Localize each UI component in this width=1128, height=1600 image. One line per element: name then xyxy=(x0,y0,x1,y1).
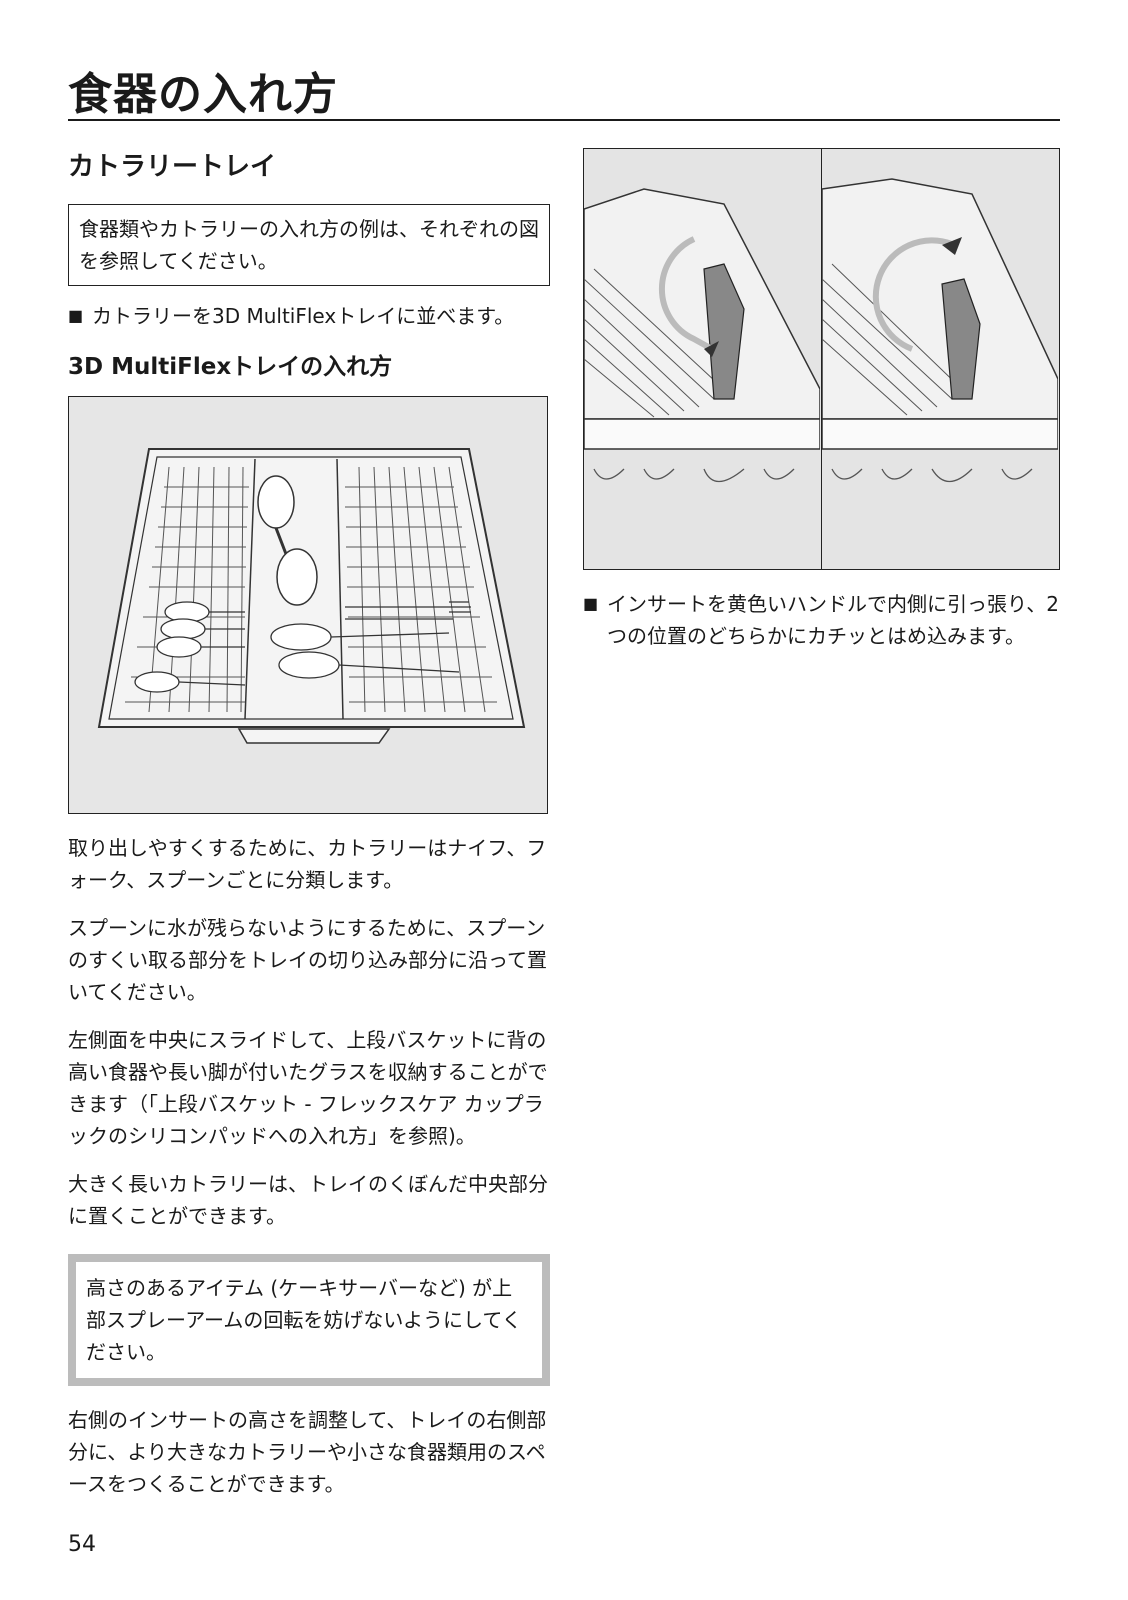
bullet-text: カトラリーを3D MultiFlexトレイに並べます。 xyxy=(92,304,515,328)
cutlery-tray-illustration xyxy=(68,396,548,814)
paragraph-3: 左側面を中央にスライドして、上段バスケットに背の高い食器や長い脚が付いたグラスを… xyxy=(68,1028,548,1148)
insert-instruction-bullet: ■ インサートを黄色いハンドルで内側に引っ張り、2つの位置のどちらかにカチッとは… xyxy=(583,588,1060,652)
instruction-bullet: ■ カトラリーを3D MultiFlexトレイに並べます。 xyxy=(68,300,550,332)
left-column: カトラリートレイ 食器類やカトラリーの入れ方の例は、それぞれの図を参照してくださ… xyxy=(68,150,550,1500)
bullet-square-icon: ■ xyxy=(68,306,84,325)
insert-low-drawing xyxy=(584,188,820,483)
paragraph-1: 取り出しやすくするために、カトラリーはナイフ、フォーク、スプーンごとに分類します… xyxy=(68,836,547,892)
warning-box: 高さのあるアイテム (ケーキサーバーなど) が上部スプレーアームの回転を妨げない… xyxy=(68,1254,550,1386)
page-number: 54 xyxy=(68,1532,96,1557)
note-box: 食器類やカトラリーの入れ方の例は、それぞれの図を参照してください。 xyxy=(68,204,550,286)
page-title: 食器の入れ方 xyxy=(68,69,338,120)
warning-text: 高さのあるアイテム (ケーキサーバーなど) が上部スプレーアームの回転を妨げない… xyxy=(86,1276,522,1364)
cutlery-tray-drawing xyxy=(97,448,526,744)
title-divider xyxy=(68,119,1060,121)
insert-instruction-text: インサートを黄色いハンドルで内側に引っ張り、2つの位置のどちらかにカチッとはめ込… xyxy=(607,592,1059,648)
insert-high-drawing xyxy=(822,178,1058,483)
paragraph-4: 大きく長いカトラリーは、トレイのくぼんだ中央部分に置くことができます。 xyxy=(68,1172,548,1228)
right-column: ■ インサートを黄色いハンドルで内側に引っ張り、2つの位置のどちらかにカチッとは… xyxy=(583,148,1060,652)
note-text: 食器類やカトラリーの入れ方の例は、それぞれの図を参照してください。 xyxy=(79,217,539,273)
insert-position-low-panel xyxy=(584,149,821,569)
section-heading: カトラリートレイ xyxy=(68,152,277,182)
sub-heading: 3D MultiFlexトレイの入れ方 xyxy=(68,354,393,380)
bullet-square-icon: ■ xyxy=(583,594,599,613)
insert-adjust-illustration xyxy=(583,148,1060,570)
insert-position-high-panel xyxy=(821,149,1059,569)
paragraph-5: 右側のインサートの高さを調整して、トレイの右側部分に、より大きなカトラリーや小さ… xyxy=(68,1408,547,1496)
paragraph-2: スプーンに水が残らないようにするために、スプーンのすくい取る部分をトレイの切り込… xyxy=(68,916,547,1004)
